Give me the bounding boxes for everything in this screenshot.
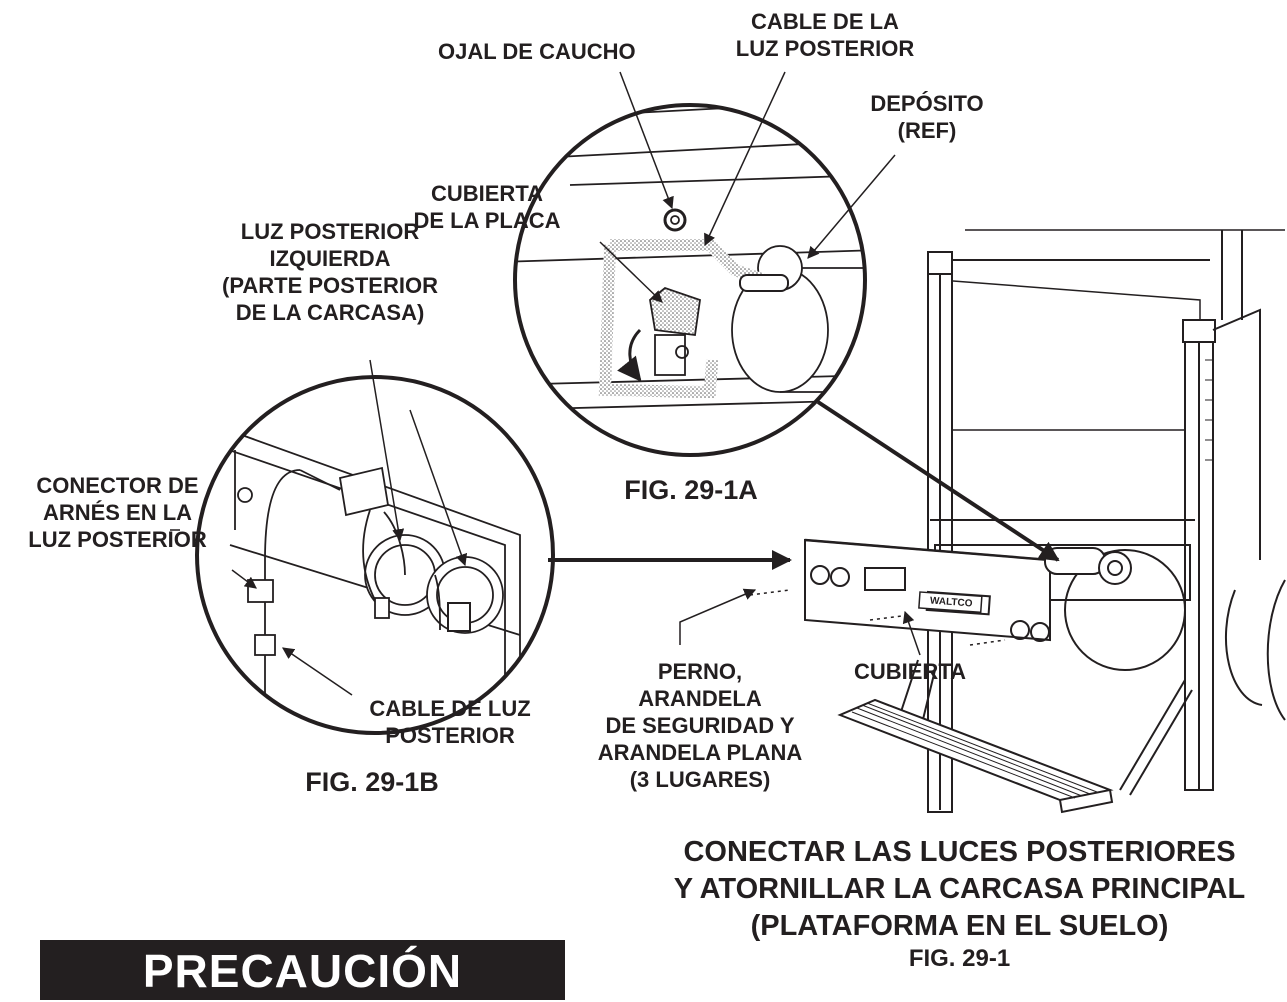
label-left-tail-light: LUZ POSTERIOR IZQUIERDA (PARTE POSTERIOR… (222, 219, 438, 325)
label-bolt: PERNO, ARANDELA DE SEGURIDAD Y ARANDELA … (597, 659, 803, 792)
label-cover: CUBIERTA (853, 659, 967, 684)
product-logo: WALTCO (930, 596, 973, 610)
caution-text: PRECAUCIÓN (142, 945, 463, 997)
label-grommet: OJAL DE CAUCHO (438, 39, 636, 64)
liftgate (749, 229, 1286, 814)
label-tail-cable-b: CABLE DE LUZ POSTERIOR (369, 696, 531, 748)
leader-lines (170, 71, 921, 696)
label-plate-cover: CUBIERTA DE LA PLACA (413, 181, 561, 233)
figure-label-b: FIG. 29-1B (305, 767, 439, 797)
caution-banner: PRECAUCIÓN (40, 940, 565, 1000)
label-harness-connector: CONECTOR DE ARNÉS EN LA LUZ POSTERIOR (28, 473, 207, 552)
detail-circle-b (195, 375, 555, 735)
label-reservoir: DEPÓSITO (REF) (870, 91, 984, 143)
label-tail-cable-a: CABLE DE LA LUZ POSTERIOR (735, 9, 915, 61)
figure-number: FIG. 29-1 (908, 945, 1011, 972)
detail-circle-a (513, 103, 867, 457)
callout-arrows (548, 400, 1060, 570)
diagram-title: CONECTAR LAS LUCES POSTERIORES Y ATORNIL… (632, 834, 1287, 973)
figure-label-a: FIG. 29-1A (624, 475, 758, 505)
